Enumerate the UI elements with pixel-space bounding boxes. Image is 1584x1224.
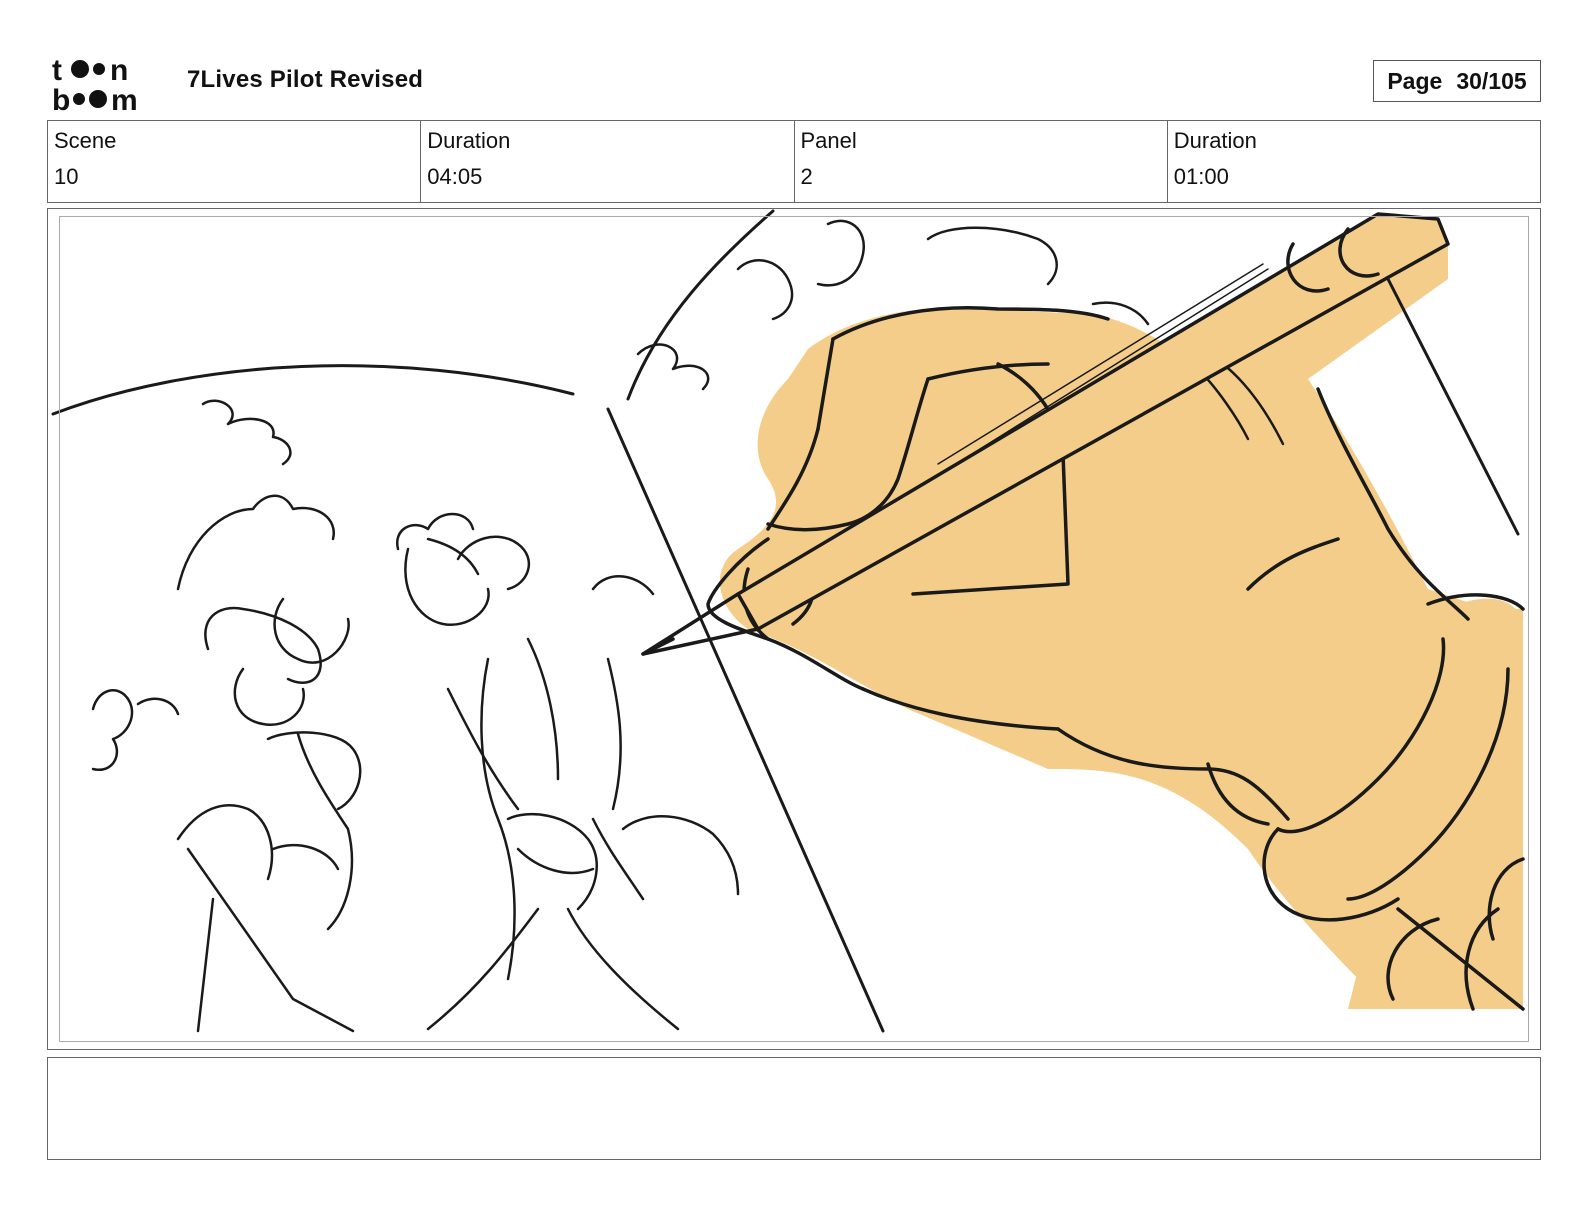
storyboard-panel — [47, 208, 1541, 1050]
page-edge-left — [606, 407, 885, 1033]
document-title: 7Lives Pilot Revised — [187, 66, 424, 93]
svg-text:b: b — [52, 84, 70, 112]
scene-duration-label: Duration — [427, 128, 511, 153]
panel-safe-area — [59, 216, 1529, 1042]
background-sketch — [636, 219, 1285, 446]
panel-duration-cell: Duration 01:00 — [1168, 121, 1540, 202]
scene-cell: Scene 10 — [48, 121, 422, 202]
page-edge-right — [1386, 277, 1520, 536]
svg-text:n: n — [110, 54, 128, 87]
hand-fill — [719, 229, 1523, 1009]
page-indicator: Page 30/105 — [1373, 60, 1541, 102]
panel-drawing — [51, 209, 1525, 1033]
panel-label: Panel — [800, 128, 857, 153]
panel-value: 2 — [800, 164, 813, 189]
scene-label: Scene — [54, 128, 117, 153]
sketch-characters — [91, 399, 740, 1033]
scene-duration-value: 04:05 — [427, 164, 483, 189]
panel-duration-label: Duration — [1173, 128, 1257, 153]
panel-cell: Panel 2 — [795, 121, 1168, 202]
hand-outline — [706, 306, 1525, 1011]
scene-duration-cell: Duration 04:05 — [421, 121, 795, 202]
svg-text:t: t — [52, 54, 62, 87]
page-number: 30/105 — [1456, 67, 1527, 94]
svg-text:m: m — [111, 84, 138, 112]
panel-duration-value: 01:00 — [1173, 164, 1229, 189]
notes-box[interactable] — [47, 1057, 1541, 1160]
pencil — [641, 212, 1450, 656]
page-edge-top — [626, 209, 775, 401]
toonboom-logo: t n b m — [52, 54, 138, 112]
scene-info-row: Scene 10 Duration 04:05 Panel 2 Duration… — [47, 120, 1541, 203]
scene-value: 10 — [54, 164, 79, 189]
page-label: Page — [1387, 67, 1443, 94]
page-curve — [51, 364, 575, 416]
